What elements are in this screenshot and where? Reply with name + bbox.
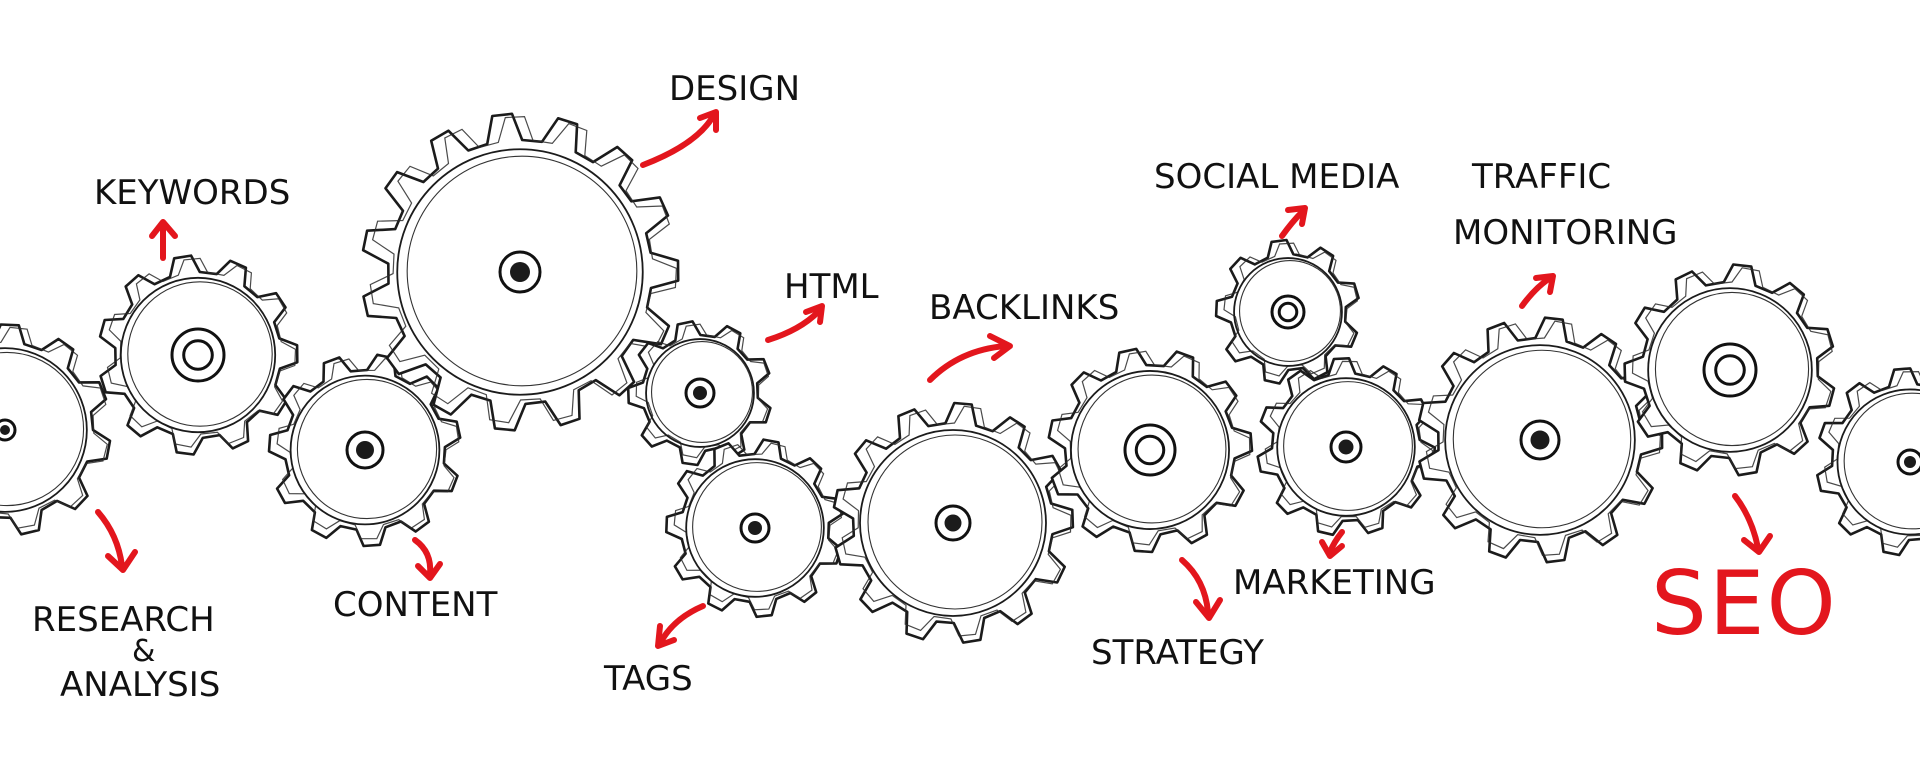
arrow-html bbox=[768, 306, 822, 340]
gear-backlinks bbox=[834, 403, 1073, 643]
arrow-social bbox=[1282, 208, 1305, 236]
label-ampersand: & bbox=[132, 637, 155, 667]
label-traffic: TRAFFIC bbox=[1472, 160, 1611, 194]
label-strategy: STRATEGY bbox=[1091, 636, 1264, 670]
arrow-content bbox=[415, 540, 440, 578]
gear-tags bbox=[666, 440, 842, 617]
gear-keywords bbox=[100, 256, 297, 455]
arrow-backlinks bbox=[930, 336, 1010, 380]
label-analysis: ANALYSIS bbox=[60, 668, 220, 702]
label-seo: SEO bbox=[1651, 560, 1838, 648]
label-social-media: SOCIAL MEDIA bbox=[1154, 160, 1399, 194]
label-tags: TAGS bbox=[604, 662, 693, 696]
label-backlinks: BACKLINKS bbox=[929, 291, 1119, 325]
label-research: RESEARCH bbox=[32, 603, 215, 637]
label-keywords: KEYWORDS bbox=[94, 176, 290, 210]
label-marketing: MARKETING bbox=[1233, 566, 1436, 600]
label-design: DESIGN bbox=[669, 72, 800, 106]
label-content: CONTENT bbox=[333, 588, 497, 622]
arrow-tags bbox=[658, 606, 703, 646]
gear-html bbox=[628, 321, 770, 465]
gear-marketing bbox=[1258, 358, 1435, 535]
arrow-keywords bbox=[152, 222, 175, 258]
gear-traffic bbox=[1419, 318, 1662, 563]
arrow-design bbox=[643, 112, 716, 165]
gear-far-left bbox=[0, 325, 110, 535]
arrow-strategy bbox=[1182, 560, 1220, 618]
label-html: HTML bbox=[784, 270, 879, 304]
arrow-traffic bbox=[1522, 276, 1553, 306]
gear-strategy bbox=[1049, 349, 1252, 552]
arrow-seo bbox=[1735, 496, 1770, 552]
arrow-research bbox=[98, 512, 135, 570]
label-monitoring: MONITORING bbox=[1453, 216, 1678, 250]
gear-content bbox=[269, 355, 460, 546]
